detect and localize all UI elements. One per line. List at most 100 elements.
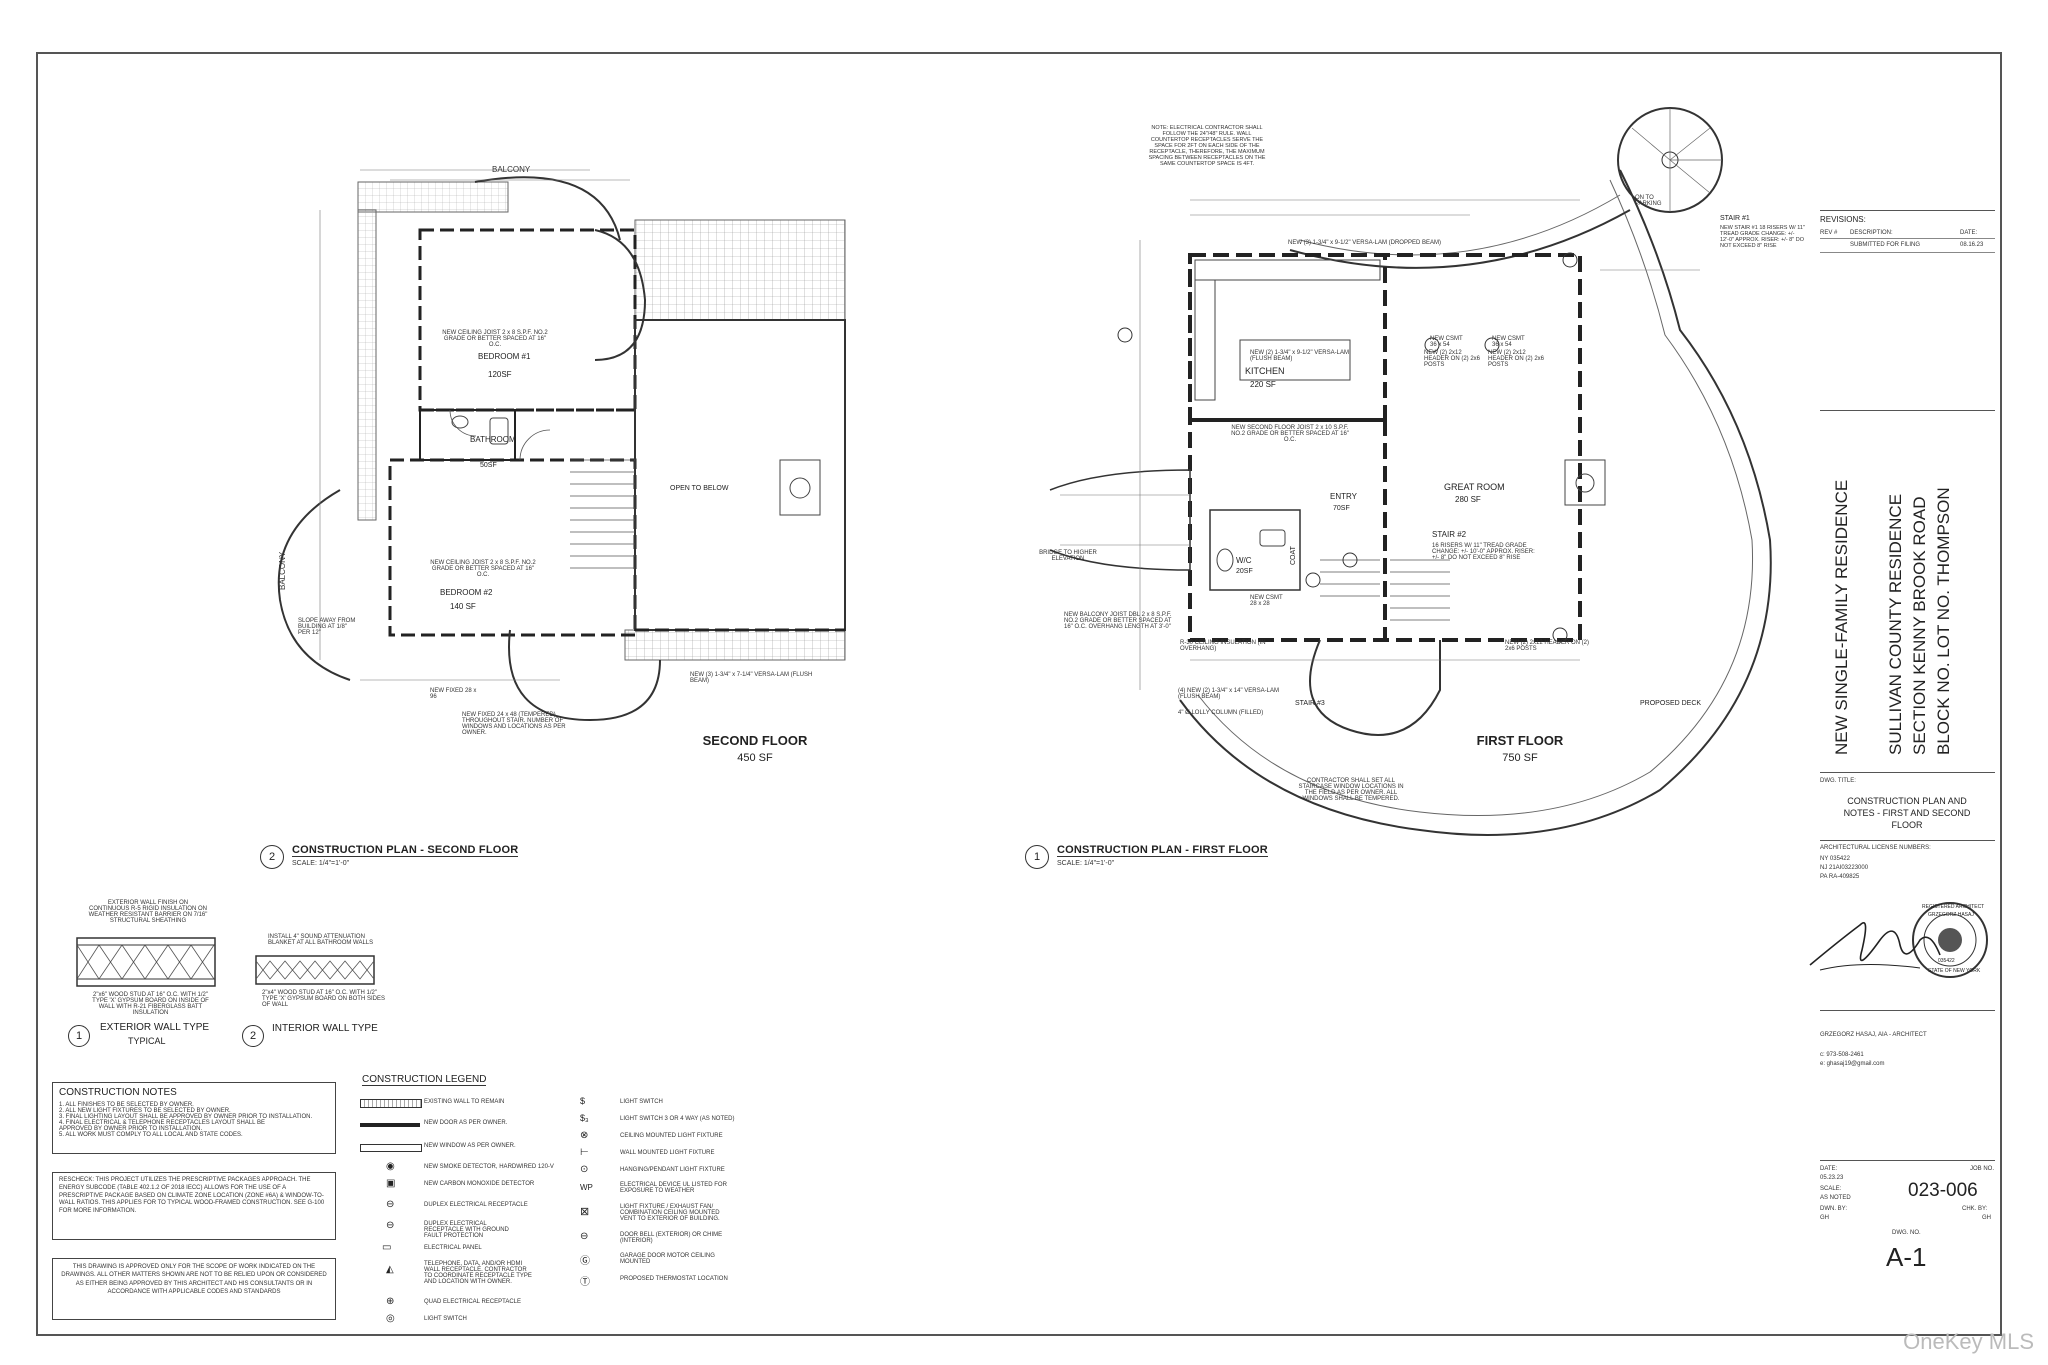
first-floor-title: FIRST FLOOR <box>1476 733 1564 748</box>
construction-notes-title: CONSTRUCTION NOTES <box>59 1087 177 1098</box>
exhaust-fan-icon: ⊠ <box>580 1206 590 1218</box>
open-to-below-label: OPEN TO BELOW <box>670 485 729 492</box>
job-number: 023-006 <box>1908 1180 1978 1201</box>
second-floor-scale: SCALE: 1/4"=1'-0" <box>292 860 350 867</box>
switch-icon: $ <box>580 1096 586 1106</box>
interior-wall-note-top: INSTALL 4" SOUND ATTENUATION BLANKET AT … <box>268 934 374 946</box>
bridge-label: BRIDGE TO HIGHER ELEVATION <box>1039 550 1097 562</box>
casement-note-1: NEW CSMT 36 x 54 <box>1430 336 1463 348</box>
kitchen-label: KITCHEN <box>1245 366 1285 376</box>
first-floor-plan-number: 1 <box>1025 845 1049 869</box>
existing-roof-right <box>634 219 846 321</box>
door-bell-icon: ⊖ <box>580 1231 589 1242</box>
bathroom-walls <box>419 409 516 461</box>
legend-new-window: NEW WINDOW AS PER OWNER. <box>424 1143 516 1149</box>
weatherproof-icon: WP <box>580 1183 593 1192</box>
header-note-3: NEW (2) 2x12 HEADER ON (2) 2x6 POSTS <box>1505 640 1590 652</box>
bathroom-label: BATHROOM <box>470 435 516 444</box>
wc-label: W/C <box>1236 556 1252 565</box>
approval-box: THIS DRAWING IS APPROVED ONLY FOR THE SC… <box>52 1258 336 1320</box>
dwg-no-label: DWG. NO. <box>1892 1230 1921 1236</box>
architect-seal <box>1912 902 1988 978</box>
construction-note-1: 1. ALL FINISHES TO BE SELECTED BY OWNER. <box>59 1102 194 1108</box>
interior-wall-section <box>255 955 375 985</box>
dwg-title: CONSTRUCTION PLAN AND NOTES - FIRST AND … <box>1843 796 1971 831</box>
license-ny: NY 035422 <box>1820 856 1850 862</box>
address-line-3: BLOCK NO. LOT NO. THOMPSON <box>1934 487 1953 755</box>
title-block: REVISIONS: REV # DESCRIPTION: DATE: SUBM… <box>1809 210 1995 1330</box>
rev-header-desc: DESCRIPTION: <box>1850 230 1893 236</box>
rev-row-date: 08.16.23 <box>1960 242 1984 248</box>
co-detector-icon: ▣ <box>386 1178 396 1189</box>
legend-duplex: DUPLEX ELECTRICAL RECEPTACLE <box>424 1202 528 1208</box>
great-room-area: 280 SF <box>1455 495 1481 504</box>
stair2-note: 16 RISERS W/ 11" TREAD GRADE CHANGE: +/-… <box>1432 543 1535 561</box>
ceiling-joist-note-1: NEW CEILING JOIST 2 x 8 S.P.F. NO.2 GRAD… <box>442 330 548 348</box>
legend-new-door: NEW DOOR AS PER OWNER. <box>424 1120 508 1126</box>
legend-light-switch-left: LIGHT SWITCH <box>424 1316 467 1322</box>
exterior-wall-sub: TYPICAL <box>128 1036 166 1046</box>
stair2-label: STAIR #2 <box>1432 530 1467 539</box>
balcony-top-arc <box>474 176 621 241</box>
kitchen-area: 220 SF <box>1250 380 1276 389</box>
license-label: ARCHITECTURAL LICENSE NUMBERS: <box>1820 845 1931 851</box>
rescheck-note: RESCHECK: THIS PROJECT UTILIZES THE PRES… <box>59 1177 325 1215</box>
smoke-detector-icon: ◉ <box>386 1161 395 1172</box>
second-floor-plan <box>277 169 846 722</box>
second-floor-title: SECOND FLOOR <box>702 733 808 748</box>
legend-existing-wall: EXISTING WALL TO REMAIN <box>424 1099 505 1105</box>
pendant-light-icon: ⊙ <box>580 1164 589 1175</box>
watermark: OneKey MLS <box>1903 1329 2034 1354</box>
lolly-column-note: 4" Ø LOLLY COLUMN (FILLED) <box>1178 710 1264 716</box>
fixed-window-note-2: NEW FIXED 24 x 48 (TEMPERED) THROUGHOUT … <box>462 712 566 736</box>
first-floor-area: 750 SF <box>1502 752 1538 764</box>
legend-garage: GARAGE DOOR MOTOR CEILING MOUNTED <box>620 1253 715 1265</box>
exterior-wall-section <box>76 937 216 987</box>
legend-quad: QUAD ELECTRICAL RECEPTACLE <box>424 1299 522 1305</box>
legend-gfci: DUPLEX ELECTRICAL RECEPTACLE WITH GROUND… <box>424 1221 509 1239</box>
entry-label: ENTRY <box>1330 492 1357 501</box>
switch-3way-icon: $₃ <box>580 1113 589 1123</box>
legend-exhaust: LIGHT FIXTURE / EXHAUST FAN/ COMBINATION… <box>620 1204 720 1222</box>
legend-switch-3way: LIGHT SWITCH 3 OR 4 WAY (AS NOTED) <box>620 1116 735 1122</box>
header-note-1: NEW (2) 2x12 HEADER ON (2) 2x6 POSTS <box>1424 350 1481 368</box>
great-room-label: GREAT ROOM <box>1444 482 1505 492</box>
to-parking-label: ON TO PARKING <box>1635 195 1662 207</box>
wc-walls <box>1209 509 1301 591</box>
proposed-deck-outline <box>1179 169 1772 836</box>
dwn-value: GH <box>1820 1215 1829 1221</box>
scale-value: AS NOTED <box>1820 1195 1851 1201</box>
construction-note-4: 4. FINAL ELECTRICAL & TELEPHONE RECEPTAC… <box>59 1120 265 1132</box>
job-label: JOB NO. <box>1970 1166 1995 1172</box>
lvl-dropped-beam-note: NEW (3) 1-3/4" x 9-1/2" VERSA-LAM (DROPP… <box>1288 240 1441 246</box>
first-floor-plan-title: CONSTRUCTION PLAN - FIRST FLOOR <box>1057 844 1268 857</box>
balcony-left-arc <box>277 489 351 681</box>
architect-email: e: ghasaj19@gmail.com <box>1820 1061 1885 1067</box>
thermostat-icon: Ⓣ <box>580 1277 590 1288</box>
legend-pendant: HANGING/PENDANT LIGHT FIXTURE <box>620 1167 725 1173</box>
legend-wall-light: WALL MOUNTED LIGHT FIXTURE <box>620 1150 715 1156</box>
seal-bottom-text: STATE OF NEW YORK <box>1928 968 1981 974</box>
electrical-panel-icon: ▭ <box>382 1242 392 1253</box>
bedroom2-label: BEDROOM #2 <box>440 588 493 597</box>
balcony-top-label: BALCONY <box>492 165 531 174</box>
stair1-label: STAIR #1 <box>1720 215 1750 222</box>
first-floor-scale: SCALE: 1/4"=1'-0" <box>1057 860 1115 867</box>
construction-note-3: 3. FINAL LIGHTING LAYOUT SHALL BE APPROV… <box>59 1114 313 1120</box>
rev-row-desc: SUBMITTED FOR FILING <box>1850 242 1921 248</box>
exterior-wall-note-bottom: 2"x6" WOOD STUD AT 16" O.C. WITH 1/2" TY… <box>92 992 209 1016</box>
lvl-beam-note: NEW (3) 1-3/4" x 7-1/4" VERSA-LAM (FLUSH… <box>690 672 813 684</box>
slope-note: SLOPE AWAY FROM BUILDING AT 1/8" PER 12" <box>298 618 356 636</box>
seal-number: 035422 <box>1938 958 1955 964</box>
revisions-title: REVISIONS: <box>1820 215 1866 224</box>
construction-note-2: 2. ALL NEW LIGHT FIXTURES TO BE SELECTED… <box>59 1108 231 1114</box>
duplex-receptacle-icon: ⊖ <box>386 1199 395 1210</box>
interior-wall-number: 2 <box>242 1025 264 1047</box>
dwg-title-label: DWG. TITLE: <box>1820 778 1856 784</box>
architect-signature <box>1809 922 1941 971</box>
balcony-joist-note: NEW BALCONY JOIST DBL 2 x 8 S.P.F. NO.2 … <box>1064 612 1172 630</box>
bathroom-area: 50SF <box>480 462 497 469</box>
stair-tower-arc <box>508 629 661 722</box>
entry-area: 70SF <box>1333 505 1350 512</box>
seal-name: GRZEGORZ HASAJ <box>1928 912 1974 918</box>
